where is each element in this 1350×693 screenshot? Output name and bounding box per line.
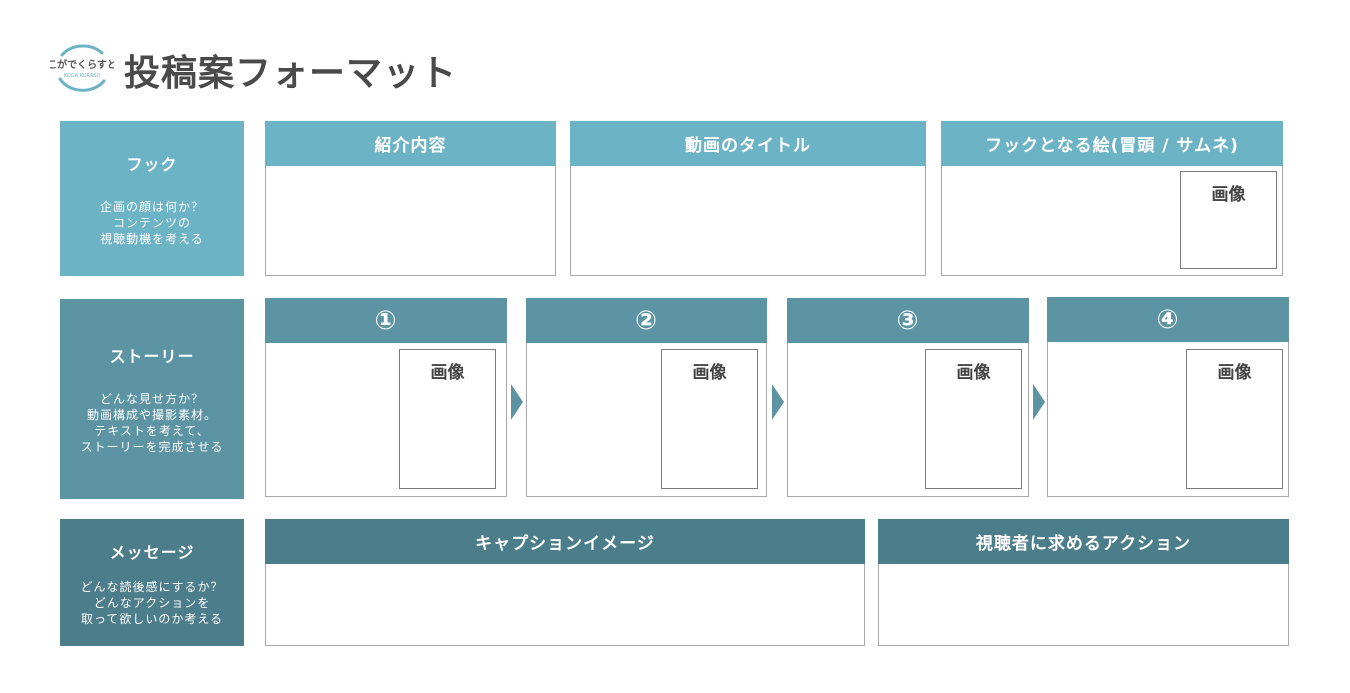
page-title: 投稿案フォーマット	[124, 53, 458, 94]
caption-card-header: キャプションイメージ	[265, 519, 865, 564]
image-placeholder[interactable]: 画像	[1186, 349, 1283, 489]
hook-label: フック 企画の顔は何か？ コンテンツの 視聴動機を考える	[60, 121, 244, 276]
image-placeholder[interactable]: 画像	[399, 349, 496, 489]
step-3-number: ③	[787, 298, 1029, 343]
step-4-number: ④	[1047, 297, 1289, 342]
intro-card-header: 紹介内容	[265, 121, 556, 166]
message-description: どんな読後感にするか？ どんなアクションを 取って欲しいのか考える	[80, 579, 224, 626]
step-arrow-icon	[772, 384, 784, 420]
story-label: ストーリー どんな見せ方か？ 動画構成や撮影素材。 テキストを考えて、 ストーリ…	[60, 299, 244, 499]
step-1-number: ①	[265, 298, 507, 343]
video-title-card[interactable]: 動画のタイトル	[570, 121, 926, 276]
intro-card[interactable]: 紹介内容	[265, 121, 556, 276]
hook-title: フック	[126, 154, 178, 174]
action-card[interactable]: 視聴者に求めるアクション	[878, 519, 1289, 646]
story-title: ストーリー	[109, 347, 195, 366]
hook-image-card[interactable]: フックとなる絵(冒頭 / サムネ) 画像	[941, 121, 1283, 276]
logo-graphic: こがでくらすと KOGA KURASU	[47, 44, 117, 92]
image-placeholder[interactable]: 画像	[1180, 171, 1277, 269]
step-2-number: ②	[526, 298, 767, 343]
story-step-4-card[interactable]: ④ 画像	[1047, 297, 1289, 497]
hook-description: 企画の顔は何か？ コンテンツの 視聴動機を考える	[99, 199, 204, 246]
caption-card[interactable]: キャプションイメージ	[265, 519, 865, 646]
step-arrow-icon	[1033, 384, 1045, 420]
step-arrow-icon	[511, 384, 523, 420]
image-placeholder[interactable]: 画像	[661, 349, 758, 489]
story-step-3-card[interactable]: ③ 画像	[787, 298, 1029, 497]
message-title: メッセージ	[109, 542, 195, 562]
action-card-header: 視聴者に求めるアクション	[878, 519, 1289, 564]
image-placeholder[interactable]: 画像	[925, 349, 1022, 489]
story-step-2-card[interactable]: ② 画像	[526, 298, 767, 497]
logo-text: こがでくらすと	[50, 58, 114, 71]
logo-subtext: KOGA KURASU	[64, 73, 100, 79]
video-title-card-header: 動画のタイトル	[570, 121, 926, 166]
story-description: どんな見せ方か？ 動画構成や撮影素材。 テキストを考えて、 ストーリーを完成させ…	[80, 392, 224, 454]
story-step-1-card[interactable]: ① 画像	[265, 298, 507, 497]
message-label: メッセージ どんな読後感にするか？ どんなアクションを 取って欲しいのか考える	[60, 519, 244, 646]
koga-kurasu-logo: こがでくらすと KOGA KURASU	[47, 41, 117, 95]
hook-image-card-header: フックとなる絵(冒頭 / サムネ)	[941, 121, 1283, 166]
